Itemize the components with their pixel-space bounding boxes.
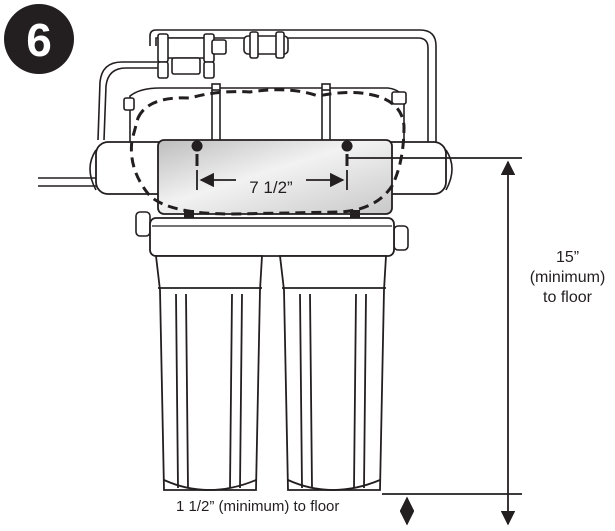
height-suffix: to floor bbox=[543, 289, 592, 306]
height-label: 15” (minimum) to floor bbox=[520, 248, 615, 308]
floor-clearance-label: 1 1/2” (minimum) to floor bbox=[176, 498, 340, 515]
membrane-housing bbox=[123, 83, 407, 149]
top-fittings bbox=[157, 31, 289, 79]
filter-head bbox=[149, 217, 395, 257]
bracket-mounting-hole-right bbox=[341, 140, 353, 166]
dashed-outline bbox=[129, 88, 406, 216]
height-dimension bbox=[347, 157, 522, 526]
hole-spacing-label: 7 1/2” bbox=[249, 178, 293, 197]
hole-spacing-dimension bbox=[196, 170, 348, 190]
filter-canister-left bbox=[154, 255, 263, 491]
step-number-badge: 6 bbox=[4, 4, 74, 74]
height-value: 15” bbox=[555, 249, 580, 266]
bracket-mounting-hole-left bbox=[191, 140, 203, 166]
tubing bbox=[38, 29, 437, 187]
mounting-bracket bbox=[157, 139, 393, 218]
height-qualifier: (minimum) bbox=[529, 269, 606, 286]
filter-canister-right bbox=[278, 255, 387, 491]
